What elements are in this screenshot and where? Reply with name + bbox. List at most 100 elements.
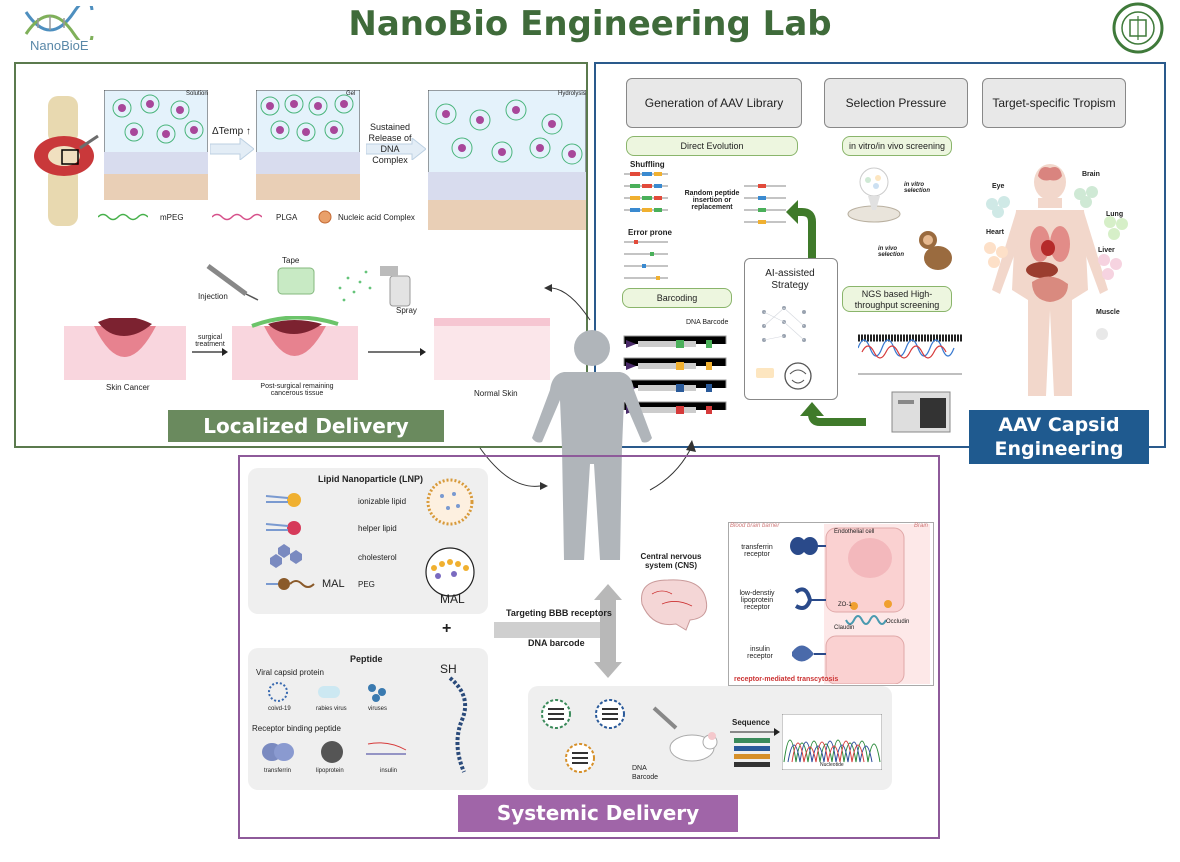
lnp-title: Lipid Nanoparticle (LNP) [318,474,424,484]
neural-network-icon [756,306,812,390]
skin-cancer-label: Skin Cancer [106,383,150,392]
bbb-label: Blood brain barrier [730,523,780,529]
random-peptide-genes [744,184,786,224]
lnp-peg: PEG [358,580,375,589]
petri-dish-icon [847,167,901,223]
tag-hydrolysis: Hydrolysis [558,91,586,97]
shuffling-label: Shuffling [630,160,665,169]
systemic-delivery-panel [238,455,940,839]
lnp-cholesterol: cholesterol [358,553,397,562]
logo-text: NanoBioE [30,38,89,53]
hydrogel-gel-panel [256,90,360,200]
receptor-icons [790,537,826,662]
sequence-label: Sequence [732,718,770,727]
endothelial-label: Endothelial cell [834,529,875,535]
organ-lung: Lung [1106,211,1124,218]
receptor-lipoprotein: lipoprotein [316,768,344,774]
lnp-mal-small: MAL [322,578,345,590]
barcoding-pill: Barcoding [622,288,732,308]
green-curved-arrow-up [786,200,816,260]
claudin-label: Claudin [834,625,855,631]
screening-pill: in vitro/in vivo screening [842,136,952,156]
ldl-receptor-label: low-denstiy lipoprotein receptor [739,590,775,611]
nucleotide-label: Nucleotide [820,762,844,768]
surgical-arrow [192,348,228,356]
in-vitro-selection-label: in vitro selection [904,182,931,194]
nucleic-acid-complex-icon [318,210,332,224]
barcoded-constructs [623,335,727,414]
lnp-ionizable-lipid: ionizable lipid [358,497,407,506]
virus-rabies: rabies virus [316,706,347,712]
legend-mpeg: mPEG [160,213,184,222]
tape-label: Tape [282,256,300,265]
peptide-chain-icon [448,676,467,773]
tag-solution: Solution [186,91,208,97]
virus-icons [268,682,386,702]
aav-capsid-panel [594,62,1166,448]
spray-label: Spray [396,306,417,315]
spray-bottle-icon [338,266,411,307]
header-generation-aav-library: Generation of AAV Library [626,78,802,128]
header-selection-pressure: Selection Pressure [824,78,968,128]
connector-arrows [479,284,696,491]
localized-delivery-panel [14,62,588,448]
error-prone-genes [624,240,668,280]
syringe-icon [206,263,259,301]
hydrogel-hydrolysis-panel [428,90,586,230]
barcoded-aav-icons [541,699,625,773]
gray-bidirectional-arrows [494,584,622,678]
normal-skin-arrow [368,348,426,356]
header-target-tropism: Target-specific Tropism [982,78,1126,128]
transferrin-receptor-label: transferrin receptor [741,544,773,558]
shuffling-genes [624,172,668,212]
human-silhouette [532,330,652,560]
peptide-card [248,648,488,790]
ngs-pill: NGS based High-throughput screening [842,286,952,312]
error-prone-label: Error prone [628,228,673,237]
virus-covid: coivd-19 [268,706,291,712]
sequencer-machine-icon [891,391,951,433]
plga-legend-icon [212,213,262,221]
brain-icon [641,579,708,631]
injection-label: Injection [198,292,228,301]
random-peptide-label: Random peptide insertion or replacement [684,190,740,211]
localized-delivery-banner: Localized Delivery [168,410,444,442]
lnp-lipid-icons [265,493,315,590]
receptor-binding-label: Receptor binding peptide [252,724,341,733]
peptide-title: Peptide [350,654,383,664]
transcytosis-label: receptor-mediated transcytosis [734,676,839,683]
dna-logo-icon [24,6,94,40]
in-vivo-selection-label: in vivo selection [878,246,905,258]
legend-nucleic-acid: Nucleic acid Complex [338,213,415,222]
post-surgical-illustration [232,316,358,380]
occludin-label: Occludin [886,619,910,625]
legend-plga: PLGA [276,213,298,222]
dna-barcode-small-label: DNA Barcode [632,765,659,781]
receptor-peptide-icons [262,741,407,763]
aav-capsid-banner: AAV Capsid Engineering [969,410,1149,464]
ngs-chromatogram [858,318,962,380]
receptor-insulin: insulin [380,768,398,774]
sh-label: SH [440,662,457,676]
delta-temp-arrow [210,138,254,160]
cns-label: Central nervous system (CNS) [640,552,702,570]
viral-capsid-label: Viral capsid protein [256,668,324,677]
surgical-treatment-label: surgical treatment [195,334,225,348]
human-anatomy-figure [992,164,1108,396]
green-arrow-back [800,402,866,426]
university-seal-icon [1112,2,1164,54]
bbb-cell-diagram [824,524,930,684]
virus-generic: viruses [368,706,388,712]
organ-liver: Liver [1098,247,1115,254]
dna-barcode-label-sys: DNA barcode [528,638,585,648]
lnp-mal-large: MAL [440,592,465,606]
knee-joint-illustration [34,96,99,226]
lnp-particle-icon [425,478,475,597]
zo1-label: ZO-1 [838,602,852,608]
organ-muscle: Muscle [1096,309,1120,316]
monkey-icon [919,231,952,270]
normal-skin-label: Normal Skin [474,389,518,398]
page-title: NanoBio Engineering Lab [348,4,832,44]
organ-brain: Brain [1082,171,1100,178]
brain-region-label: Brain [914,523,929,529]
